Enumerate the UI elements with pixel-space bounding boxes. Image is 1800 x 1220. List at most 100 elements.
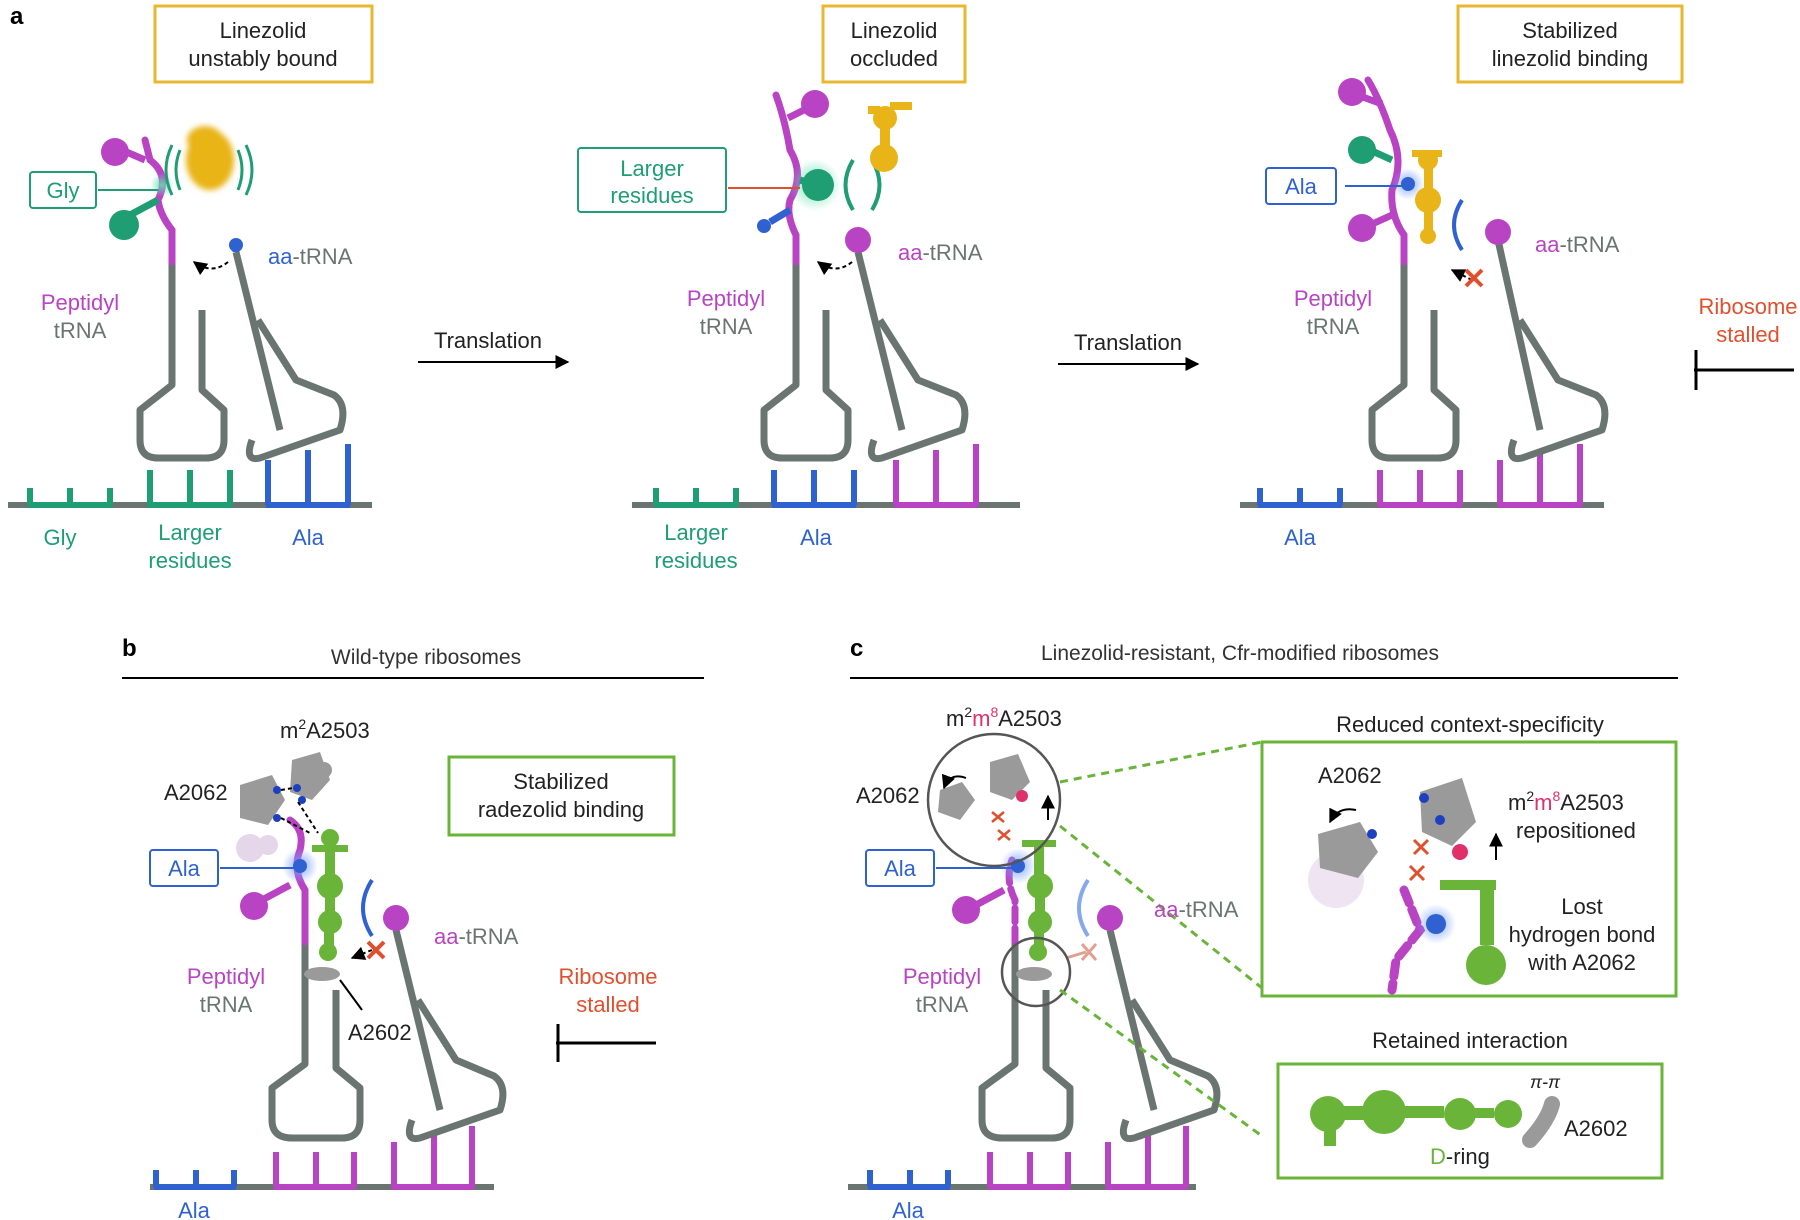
radezolid-box-line-2: radezolid binding (478, 797, 644, 822)
aa-residue-2 (845, 227, 871, 253)
codon-label-ala-2: Ala (800, 525, 833, 550)
residue-purple-2 (801, 90, 829, 118)
aa-prefix-b: aa (434, 924, 459, 949)
aa-prefix-3: aa (1535, 232, 1560, 257)
inset2-a2602: A2602 (1564, 1116, 1628, 1141)
residue-green (109, 210, 139, 240)
radezolid-box (447, 755, 676, 837)
inset1-rotation-arrow (1329, 807, 1357, 824)
codon-label-gly: Gly (44, 525, 77, 550)
codon-label-residues-2: residues (654, 548, 737, 573)
inset2-a2602-icon (1522, 1096, 1560, 1148)
ala-tag-c: Ala (884, 856, 917, 881)
m2a2503-nucleotide-icon (290, 752, 332, 800)
linezolid-blurred-icon (186, 126, 234, 190)
residue-purple (101, 138, 129, 166)
codon-ala-3 (1257, 488, 1343, 508)
rotation-arrow-c (941, 773, 967, 790)
codon-ala-c (867, 1170, 951, 1190)
m2m8-m2: m (972, 706, 990, 731)
inset1-nitrogen-atoms (1367, 793, 1445, 839)
trna-label-c: tRNA (916, 992, 969, 1017)
zoom-line-1 (1059, 740, 1263, 784)
aa-trna-body (232, 251, 347, 463)
codon-label-larger-2: Larger (664, 520, 728, 545)
a2062-ghost-icon (236, 834, 278, 862)
ribosome-stalled-a: Ribosome stalled (1694, 294, 1798, 390)
inset1-a2062-icon (1318, 822, 1378, 878)
ala-dot-b (293, 859, 307, 873)
aa-trna-body-b (392, 929, 507, 1143)
codon-ala (265, 444, 351, 508)
a2062-nucleotide-icon (240, 775, 285, 825)
ala-dot-3 (1401, 177, 1415, 191)
inset1-s2: 8 (1552, 788, 1560, 804)
larger-tag-box (577, 147, 727, 213)
inset-retained-interaction: Retained interaction π-π A2602 D-ring (1276, 1028, 1664, 1180)
inset2-d: D (1430, 1144, 1446, 1169)
inset1-lost-1: Lost (1561, 894, 1603, 919)
aa-prefix-2: aa (898, 240, 923, 265)
inset1-m2m8a2503-icon (1420, 778, 1476, 846)
codon-gly (27, 488, 113, 508)
aa-residue-3 (1485, 219, 1511, 245)
residue-purple-c (952, 896, 980, 924)
aa-suffix-b: -tRNA (458, 924, 518, 949)
codon-larger-2 (653, 488, 739, 508)
peptidyl-transfer-arrow (192, 261, 229, 276)
gly-tag: Gly (47, 178, 80, 203)
state-2-occluded: Linezolid occluded Larger residues Ala L… (577, 4, 1020, 573)
a2602-icon-c (1016, 967, 1052, 981)
linezolid-icon-3 (1412, 150, 1442, 244)
zoom-line-2 (1059, 824, 1263, 990)
zoom-circle-bottom (1000, 936, 1072, 1008)
inset1-lost-3: with A2062 (1527, 950, 1636, 975)
a2602-label-b: A2602 (348, 1020, 412, 1045)
a2602-icon-b (304, 967, 340, 981)
residue-green-3 (1348, 136, 1376, 164)
codon-ala-b (153, 1170, 237, 1190)
inset1-repositioned: repositioned (1516, 818, 1636, 843)
ala-dot-2 (757, 219, 771, 233)
aa-label-b: aa-tRNA (434, 924, 519, 949)
inset1-m2m8: m2m8A2503 (1508, 788, 1624, 815)
peptidyl-transfer-arrow-2 (816, 261, 853, 276)
zoom-circle-top (926, 732, 1062, 868)
larger-tag-line-1: Larger (620, 156, 684, 181)
peptidyl-trna-body-3 (1368, 262, 1460, 462)
peptidyl-label-c: Peptidyl (903, 964, 981, 989)
inset2-pipi: π-π (1530, 1072, 1561, 1092)
m2-suffix: A2503 (306, 718, 370, 743)
inset1-a2062: A2062 (1318, 763, 1382, 788)
inset1-title: Reduced context-specificity (1336, 712, 1604, 737)
radezolid-icon (312, 829, 348, 961)
state-3-box-line-2: linezolid binding (1492, 46, 1649, 71)
panel-c-ribosome: Ala Ala aa-tRNA P (848, 732, 1263, 1220)
inset1-m1: m (1508, 790, 1526, 815)
panel-c-title: Linezolid-resistant, Cfr-modified riboso… (1041, 642, 1439, 665)
codon-a-c (1105, 1126, 1189, 1190)
m2-sup: 2 (298, 716, 306, 732)
aa-suffix-c: -tRNA (1178, 897, 1238, 922)
blocked-transfer-icon-c (1065, 943, 1098, 961)
peptide-branch-b (260, 881, 292, 904)
m2m8-s2: 8 (990, 704, 998, 720)
drug-clamp-icon-c (1077, 878, 1090, 938)
aa-prefix: aa (268, 244, 293, 269)
drug-clamp-icon-3 (1452, 198, 1464, 252)
h-bonds-b (280, 787, 319, 834)
inset1-m2: m (1534, 790, 1552, 815)
inset2-drug-icon (1310, 1090, 1522, 1146)
codon-a-b (391, 1126, 475, 1190)
inset1-peptide (1387, 885, 1426, 995)
aa-trna-body-3 (1494, 239, 1609, 463)
peptide-branch-c (974, 886, 1006, 909)
zoom-line-3 (1059, 988, 1263, 1138)
a2062-nucleotide-icon-c (938, 782, 975, 820)
aa-trna-body-c (1106, 929, 1221, 1143)
codon-label-residues: residues (148, 548, 231, 573)
nitrogen-atoms (273, 784, 306, 822)
m2m8-m1: m (946, 706, 964, 731)
state-2-box (821, 4, 967, 84)
